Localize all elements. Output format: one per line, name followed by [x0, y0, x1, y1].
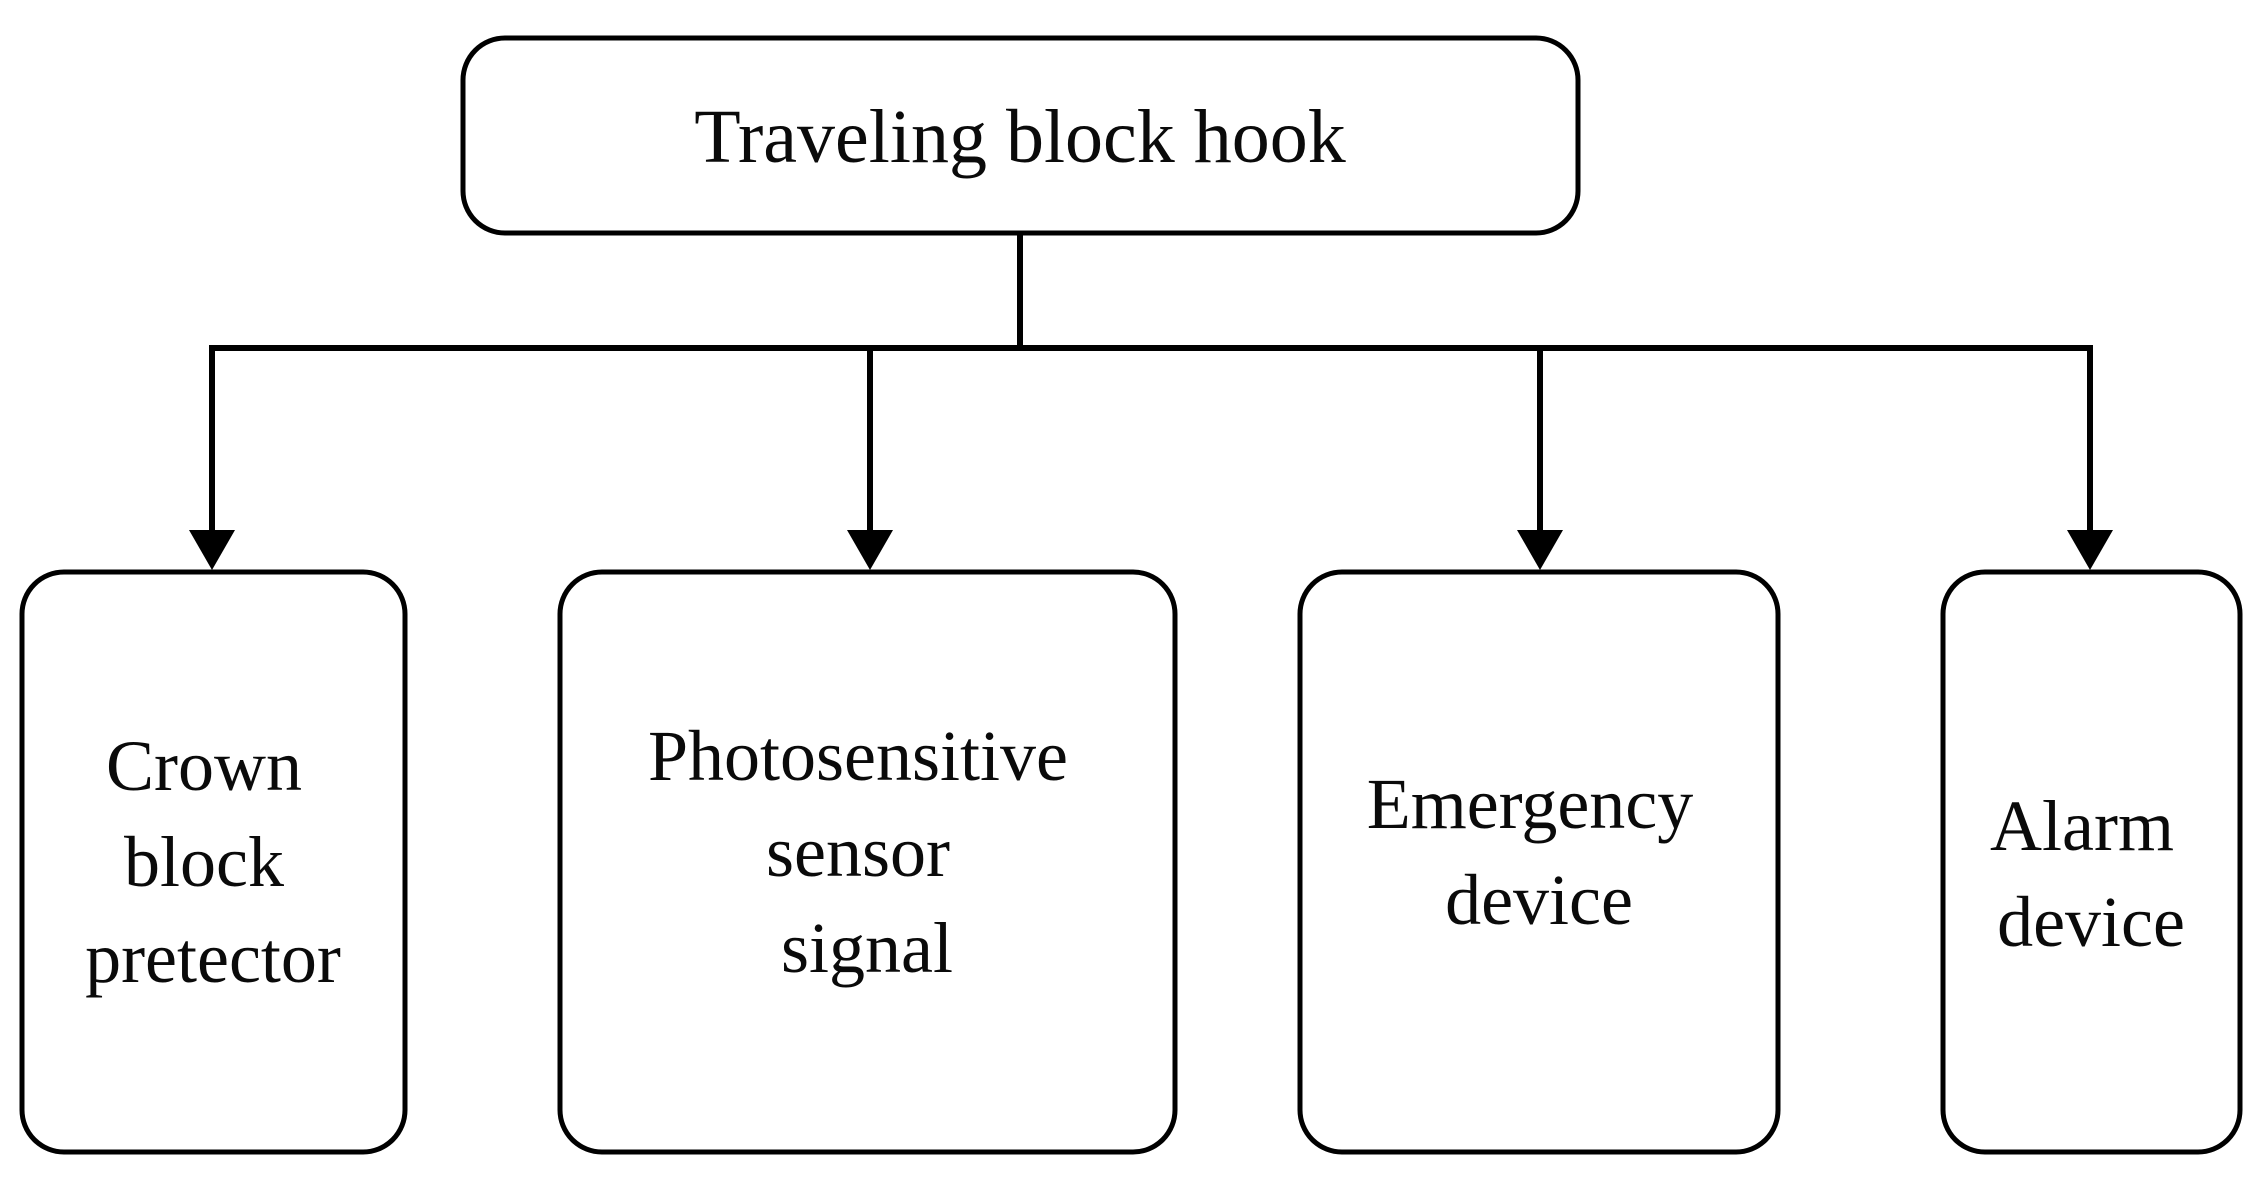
label-line: Traveling block hook: [694, 95, 1346, 179]
node-alarm-device[interactable]: Alarm device: [1940, 569, 2243, 1155]
node-label: Crown block pretector: [85, 726, 341, 998]
branch-connector-photosensitive-sensor-signal: [847, 348, 893, 570]
arrow-head-icon: [2067, 530, 2113, 570]
node-box[interactable]: [460, 35, 1581, 236]
label-line: signal: [781, 908, 953, 988]
label-line: Crown: [106, 726, 302, 806]
label-line: sensor: [766, 812, 950, 892]
arrow-head-icon: [1517, 530, 1563, 570]
node-box[interactable]: [19, 569, 408, 1155]
node-label: Alarm device: [1990, 786, 2192, 962]
connector-group: [189, 233, 2113, 570]
node-photosensitive-sensor-signal[interactable]: Photosensitive sensor signal: [557, 569, 1178, 1155]
node-emergency-device[interactable]: Emergency device: [1297, 569, 1781, 1155]
label-line: block: [124, 822, 284, 902]
label-line: Alarm: [1990, 786, 2174, 866]
node-box[interactable]: [1940, 569, 2243, 1155]
arrow-head-icon: [189, 530, 235, 570]
label-line: Photosensitive: [648, 716, 1068, 796]
node-label: Emergency device: [1367, 764, 1712, 940]
node-box[interactable]: [1297, 569, 1781, 1155]
label-line: device: [1997, 882, 2185, 962]
arrow-head-icon: [847, 530, 893, 570]
node-label: Photosensitive sensor signal: [648, 716, 1086, 988]
label-line: Emergency: [1367, 764, 1694, 844]
label-line: device: [1445, 860, 1633, 940]
node-box[interactable]: [557, 569, 1178, 1155]
node-traveling-block-hook[interactable]: Traveling block hook: [460, 35, 1581, 236]
branch-connector-alarm-device: [2067, 348, 2113, 570]
label-line: pretector: [85, 918, 341, 998]
branch-connector-crown-block-pretector: [189, 348, 235, 570]
branch-connector-emergency-device: [1517, 348, 1563, 570]
node-crown-block-pretector[interactable]: Crown block pretector: [19, 569, 408, 1155]
node-label: Traveling block hook: [694, 95, 1346, 179]
